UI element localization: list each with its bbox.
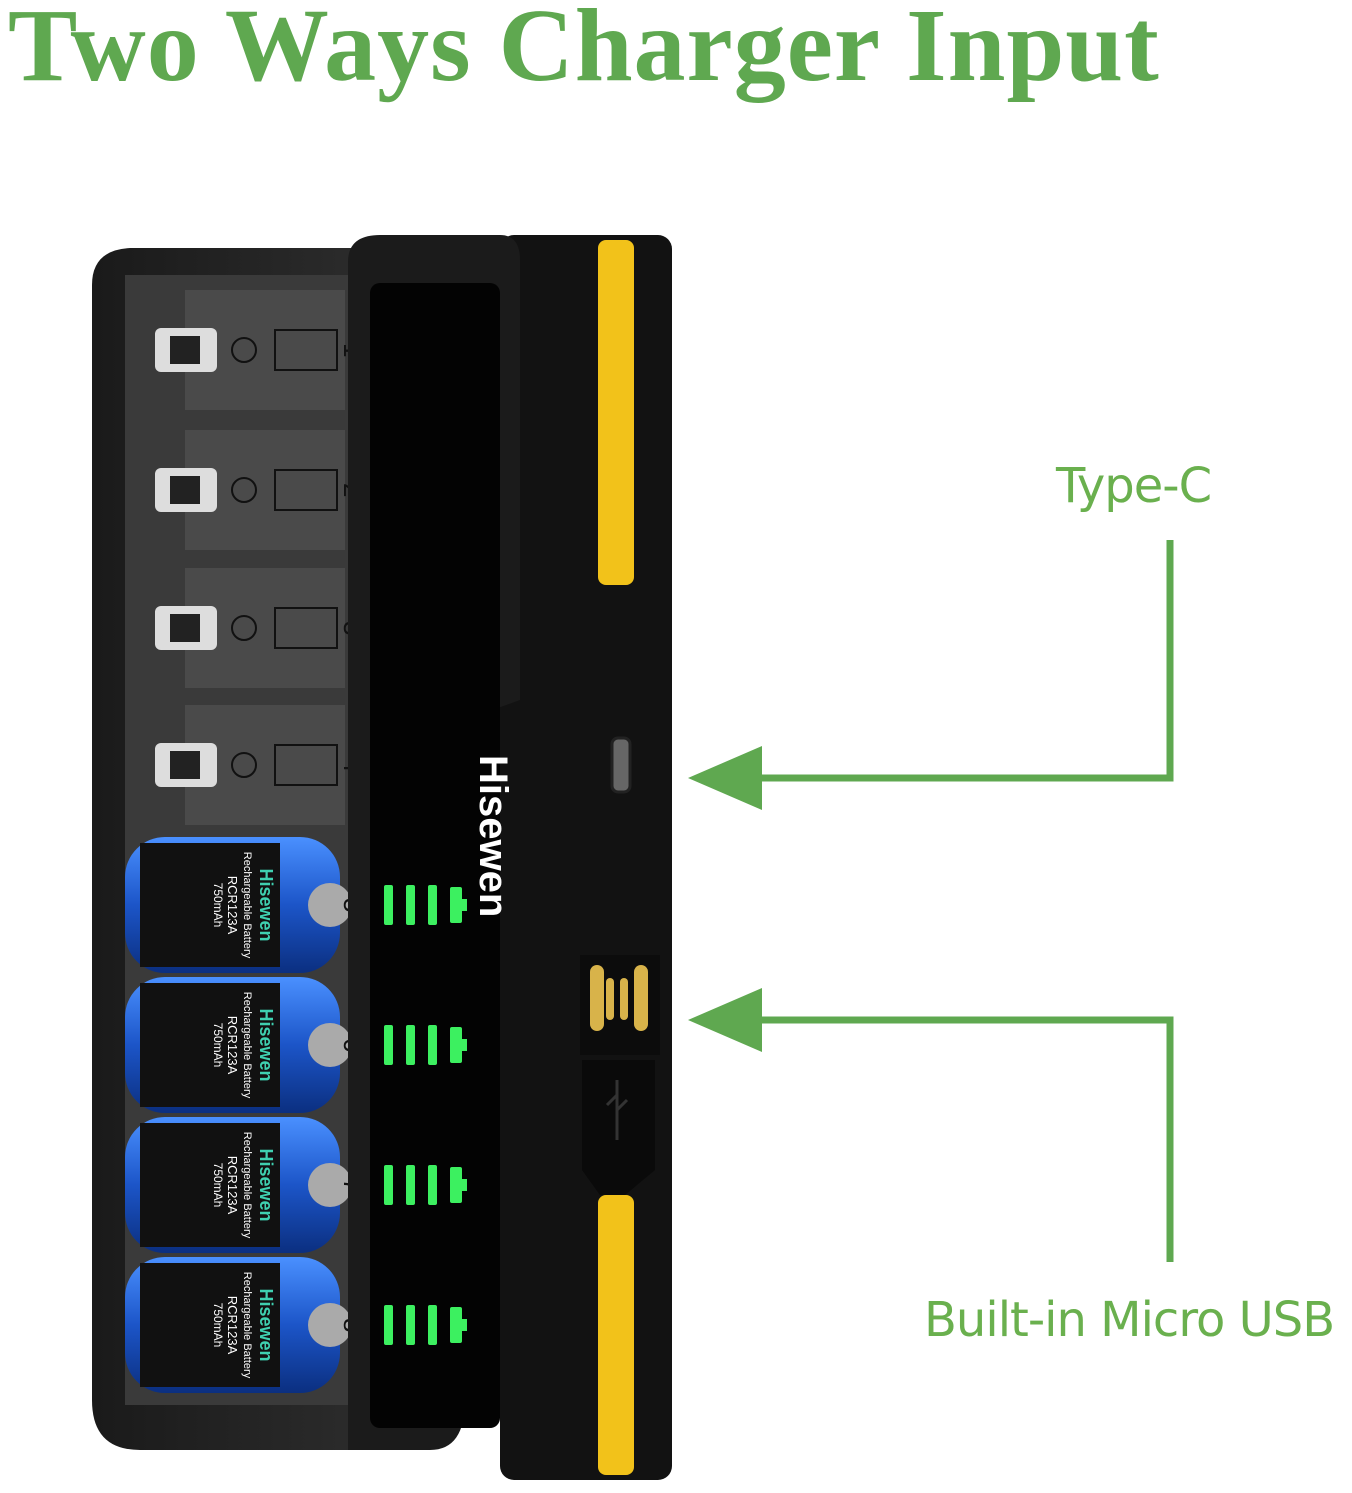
battery-brand: Hisewen [256,1008,276,1081]
type-c-port-icon [610,736,632,794]
charging-slot-3: 3 [155,568,368,688]
battery-model: RCR123A [225,1296,240,1355]
battery-brand: Hisewen [256,1288,276,1361]
battery-type: Rechargeable Battery [241,852,253,959]
battery-capacity: 750mAh [211,1303,225,1348]
battery-type: Rechargeable Battery [241,1272,253,1379]
charging-slot-1: 1 [155,290,368,410]
battery-level-indicator-5 [384,885,467,925]
micro-usb-arrow [688,988,1174,1262]
battery-capacity: 750mAh [211,1023,225,1068]
minus-icon [231,477,257,503]
charging-slot-4: 4 [155,705,368,825]
battery-capacity: 750mAh [211,883,225,928]
brand-logo: Hisewen [471,755,515,917]
type-c-arrow [688,540,1174,810]
yellow-trim-top [598,240,634,585]
micro-usb-plug-icon [580,955,660,1195]
micro-usb-label: Built-in Micro USB [924,1292,1335,1348]
minus-icon [231,337,257,363]
battery-model: RCR123A [225,876,240,935]
battery-model: RCR123A [225,1156,240,1215]
battery-type: Rechargeable Battery [241,1132,253,1239]
page-title: Two Ways Charger Input [8,0,1160,103]
minus-icon [231,615,257,641]
minus-icon [231,752,257,778]
battery-type: Rechargeable Battery [241,992,253,1099]
battery-level-indicator-7 [384,1165,467,1205]
charging-slot-2: 2 [155,430,368,550]
battery-capacity: 750mAh [211,1163,225,1208]
charger-side [500,235,672,1480]
battery-level-indicator-8 [384,1305,467,1345]
battery-model: RCR123A [225,1016,240,1075]
battery-level-indicator-6 [384,1025,467,1065]
yellow-trim-bottom [598,1195,634,1475]
battery-brand: Hisewen [256,1148,276,1221]
type-c-label: Type-C [1056,458,1212,514]
battery-brand: Hisewen [256,868,276,941]
